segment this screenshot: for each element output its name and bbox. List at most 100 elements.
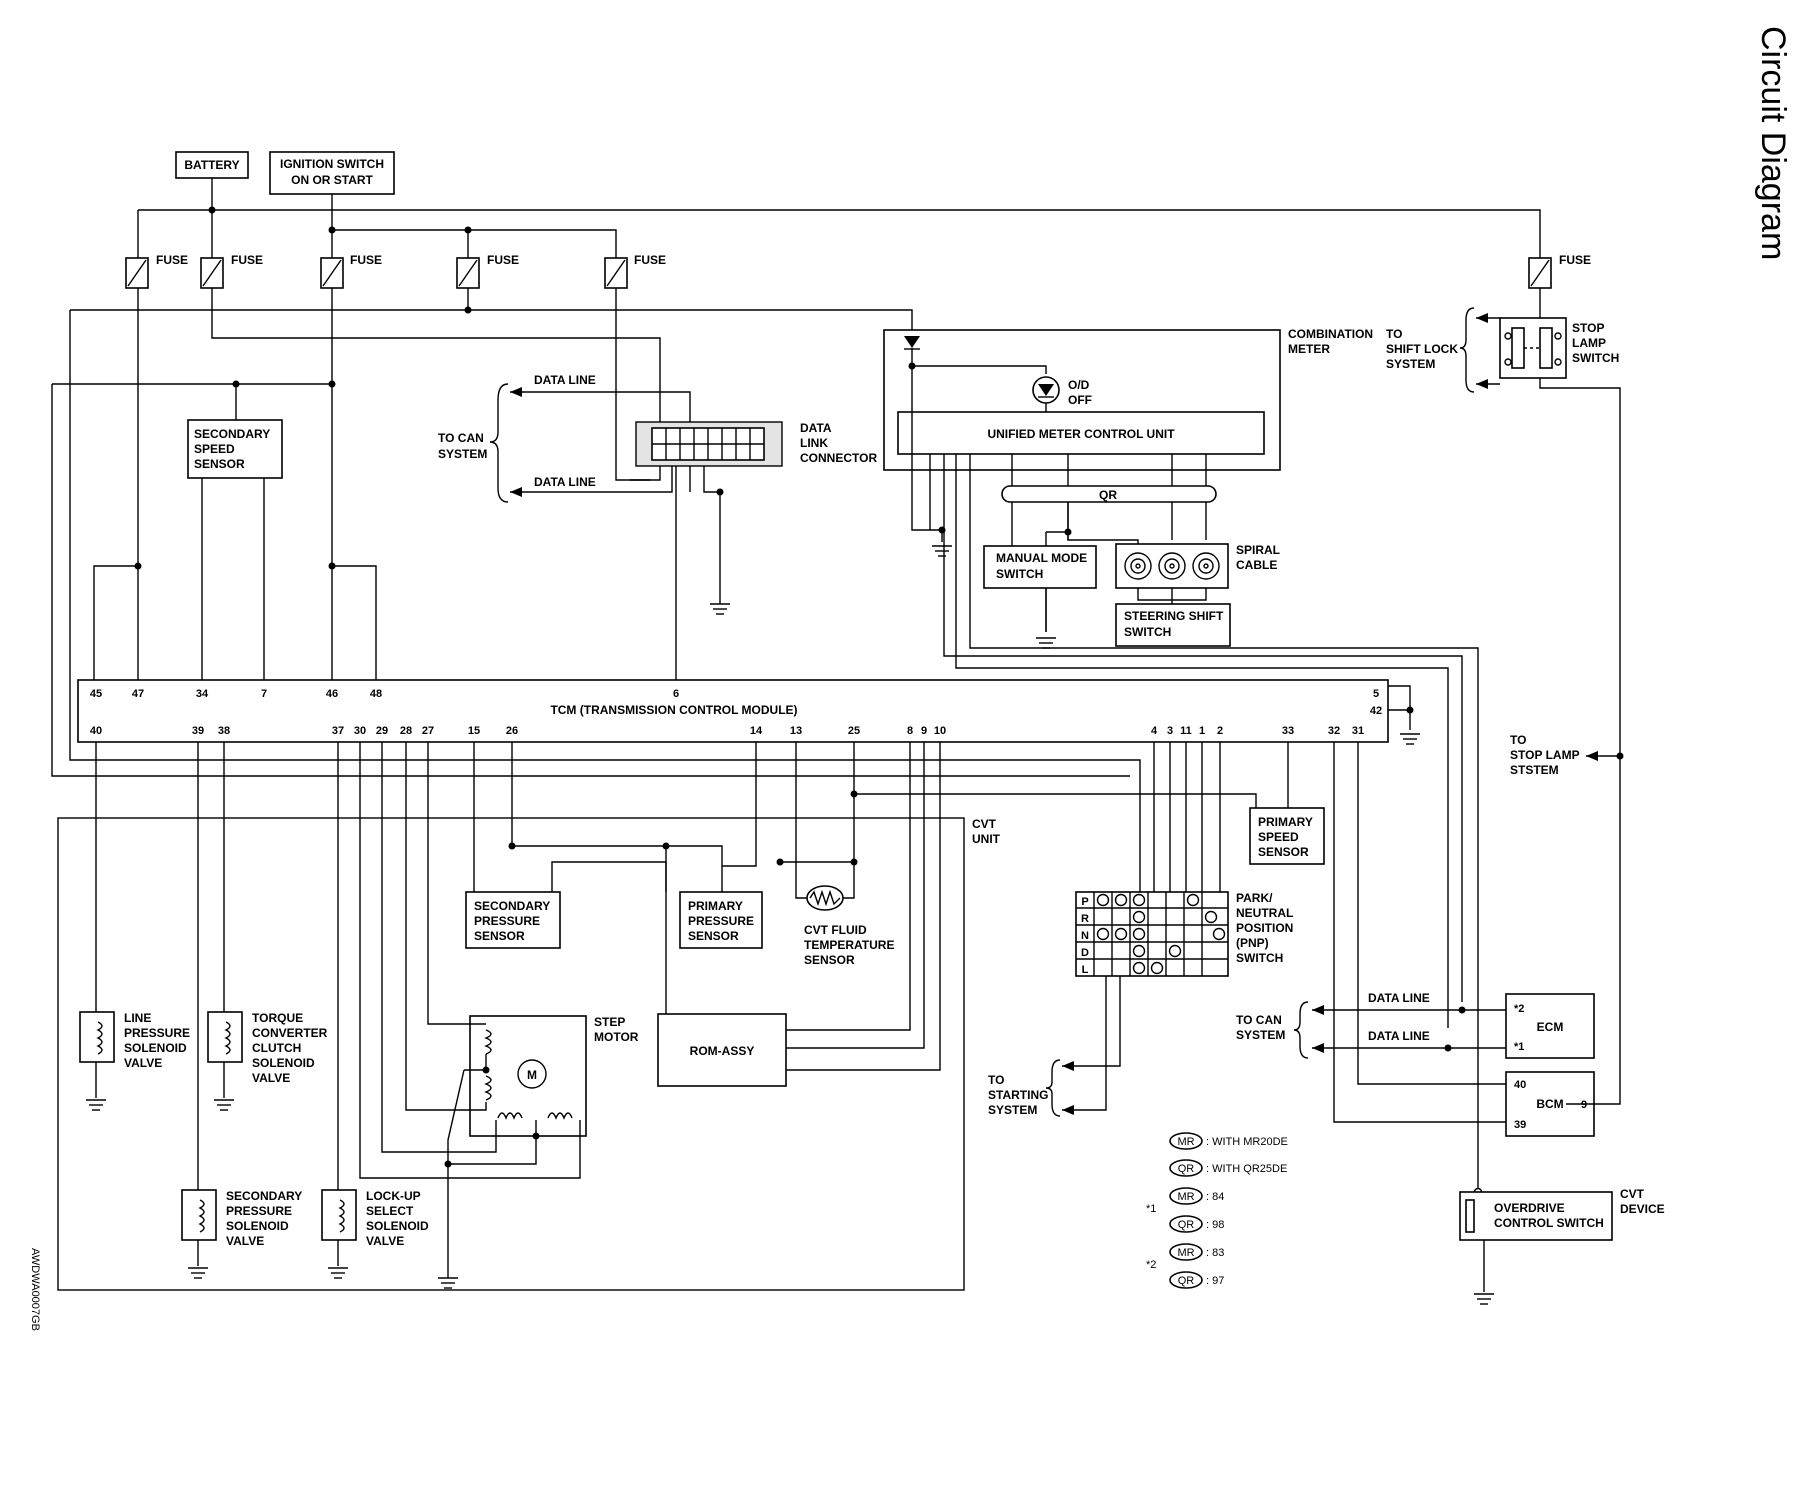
- tcm-pin: 11: [1180, 725, 1192, 737]
- tcm-pin: 40: [90, 725, 102, 737]
- meter-wiring: QR: [911, 366, 1479, 1184]
- pnp-switch: P R N D L PARK/ NEUTRAL POSITION (PNP) S…: [988, 742, 1293, 1117]
- dlc-label-3: CONNECTOR: [800, 451, 877, 465]
- bcm-pin-c: 9: [1581, 1099, 1587, 1111]
- torque-converter-label-1: TORQUE: [252, 1011, 303, 1025]
- torque-converter-label-4: SOLENOID: [252, 1056, 315, 1070]
- spiral-icon: [1192, 552, 1220, 580]
- legend-group: *1: [1146, 1203, 1156, 1215]
- manual-mode-switch: MANUAL MODE SWITCH: [983, 545, 1097, 589]
- secondary-speed-label-2: SPEED: [194, 442, 235, 456]
- primary-pressure-sensor-label-3: SENSOR: [688, 929, 739, 943]
- pnp-position-n: N: [1081, 930, 1089, 942]
- stop-lamp-label-2: LAMP: [1572, 336, 1606, 350]
- diode-icon: [904, 336, 920, 348]
- tcm-pin: 3: [1167, 725, 1173, 737]
- to-starting-label-2: STARTING: [988, 1088, 1048, 1102]
- bcm-pin-b: 39: [1514, 1119, 1526, 1131]
- to-stop-lamp-label-2: STOP LAMP: [1510, 748, 1580, 762]
- primary-speed-label-3: SENSOR: [1258, 845, 1309, 859]
- data-line-right-upper: DATA LINE: [1368, 991, 1430, 1005]
- fuse-5: FUSE: [604, 253, 666, 289]
- tcm-pin: 37: [332, 725, 344, 737]
- rom-assy-label: ROM-ASSY: [690, 1044, 755, 1058]
- to-stop-lamp-label-3: STSTEM: [1510, 763, 1559, 777]
- motor-symbol: M: [527, 1068, 537, 1082]
- ecm-label: ECM: [1537, 1020, 1564, 1034]
- dlc-label-1: DATA: [800, 421, 832, 435]
- legend-row: QR : 97: [1169, 1271, 1224, 1289]
- legend-text: : 83: [1206, 1247, 1224, 1259]
- ground-symbol-dlc: [710, 603, 730, 615]
- fluid-temp-label-2: TEMPERATURE: [804, 938, 894, 952]
- lockup-label-4: VALVE: [366, 1234, 404, 1248]
- motor-icon: [517, 1059, 547, 1089]
- to-shift-lock-label-1: TO: [1386, 327, 1402, 341]
- overdrive-label-1: OVERDRIVE: [1494, 1201, 1565, 1215]
- combination-meter-label-1: COMBINATION: [1288, 327, 1373, 341]
- tcm: TCM (TRANSMISSION CONTROL MODULE) 45 47 …: [77, 679, 1389, 743]
- line-pressure-label-2: PRESSURE: [124, 1026, 190, 1040]
- tcm-pin: 45: [90, 688, 102, 700]
- primary-speed-label-2: SPEED: [1258, 830, 1299, 844]
- page-title: Circuit Diagram: [1754, 26, 1792, 260]
- tcm-pin: 48: [370, 688, 382, 700]
- od-off-label-1: O/D: [1068, 378, 1090, 392]
- legend-text: : WITH QR25DE: [1206, 1163, 1287, 1175]
- data-line-label-lower: DATA LINE: [534, 475, 596, 489]
- combination-meter-label-2: METER: [1288, 342, 1330, 356]
- secondary-pressure-sensor-label-1: SECONDARY: [474, 899, 550, 913]
- legend-text: : 84: [1206, 1191, 1224, 1203]
- legend-text: : 98: [1206, 1219, 1224, 1231]
- tcm-pin: 5: [1373, 688, 1379, 700]
- lockup-label-1: LOCK-UP: [366, 1189, 421, 1203]
- overdrive-control-switch: OVERDRIVE CONTROL SWITCH CVT DEVICE: [1459, 1184, 1665, 1305]
- tcm-pin: 33: [1282, 725, 1294, 737]
- fuse-label: FUSE: [231, 253, 263, 267]
- step-motor: STEP MOTOR M: [359, 742, 639, 1289]
- cvt-unit-label-2: UNIT: [972, 832, 1001, 846]
- qr-bar-label: QR: [1099, 488, 1117, 502]
- fuse-label: FUSE: [634, 253, 666, 267]
- torque-converter-solenoid-valve: TORQUE CONVERTER CLUTCH SOLENOID VALVE: [207, 742, 328, 1111]
- stop-lamp-label-3: SWITCH: [1572, 351, 1619, 365]
- data-line-right-lower: DATA LINE: [1368, 1029, 1430, 1043]
- tcm-pin: 25: [848, 725, 860, 737]
- tcm-pin: 38: [218, 725, 230, 737]
- pnp-position-r: R: [1081, 913, 1089, 925]
- line-pressure-solenoid-valve: LINE PRESSURE SOLENOID VALVE: [79, 742, 190, 1111]
- power-bus-wires: [51, 178, 1541, 818]
- to-shift-lock-label-2: SHIFT LOCK: [1386, 342, 1458, 356]
- tcm-ground: [1388, 685, 1420, 745]
- tcm-pin: 1: [1199, 725, 1205, 737]
- data-link-connector-group: DATA LINE DATA LINE TO CAN SYSTEM DATA L…: [438, 373, 877, 615]
- primary-pressure-sensor-label-1: PRIMARY: [688, 899, 743, 913]
- steering-shift-switch: STEERING SHIFT SWITCH: [1115, 603, 1231, 647]
- spiral-icon: [1124, 552, 1152, 580]
- legend-text: : WITH MR20DE: [1206, 1136, 1288, 1148]
- to-stop-lamp-label-1: TO: [1510, 733, 1526, 747]
- tcm-pin: 39: [192, 725, 204, 737]
- tcm-pin: 46: [326, 688, 338, 700]
- legend-tag: MR: [1177, 1191, 1194, 1203]
- overdrive-label-2: CONTROL SWITCH: [1494, 1216, 1604, 1230]
- manual-mode-label-2: SWITCH: [996, 567, 1043, 581]
- tcm-pin: 10: [934, 725, 946, 737]
- tcm-pin: 6: [673, 688, 679, 700]
- tcm-pin: 28: [400, 725, 412, 737]
- to-starting-label-3: SYSTEM: [988, 1103, 1037, 1117]
- to-shift-lock-label-3: SYSTEM: [1386, 357, 1435, 371]
- can-right-label-2: SYSTEM: [1236, 1028, 1285, 1042]
- lockup-select-solenoid-valve: LOCK-UP SELECT SOLENOID VALVE: [321, 742, 429, 1279]
- data-line-label-upper: DATA LINE: [534, 373, 596, 387]
- secondary-pressure-valve-label-1: SECONDARY: [226, 1189, 302, 1203]
- thermistor-icon: [806, 885, 844, 911]
- ground-symbol-manual-mode: [1036, 637, 1056, 649]
- legend-tag: MR: [1177, 1136, 1194, 1148]
- rom-assy: ROM-ASSY: [657, 742, 941, 1087]
- fuse-label: FUSE: [156, 253, 188, 267]
- ecm-pin-a: *2: [1514, 1003, 1524, 1015]
- tcm-pin: 26: [506, 725, 518, 737]
- tcm-pin: 4: [1151, 725, 1158, 737]
- legend-tag: QR: [1178, 1275, 1195, 1287]
